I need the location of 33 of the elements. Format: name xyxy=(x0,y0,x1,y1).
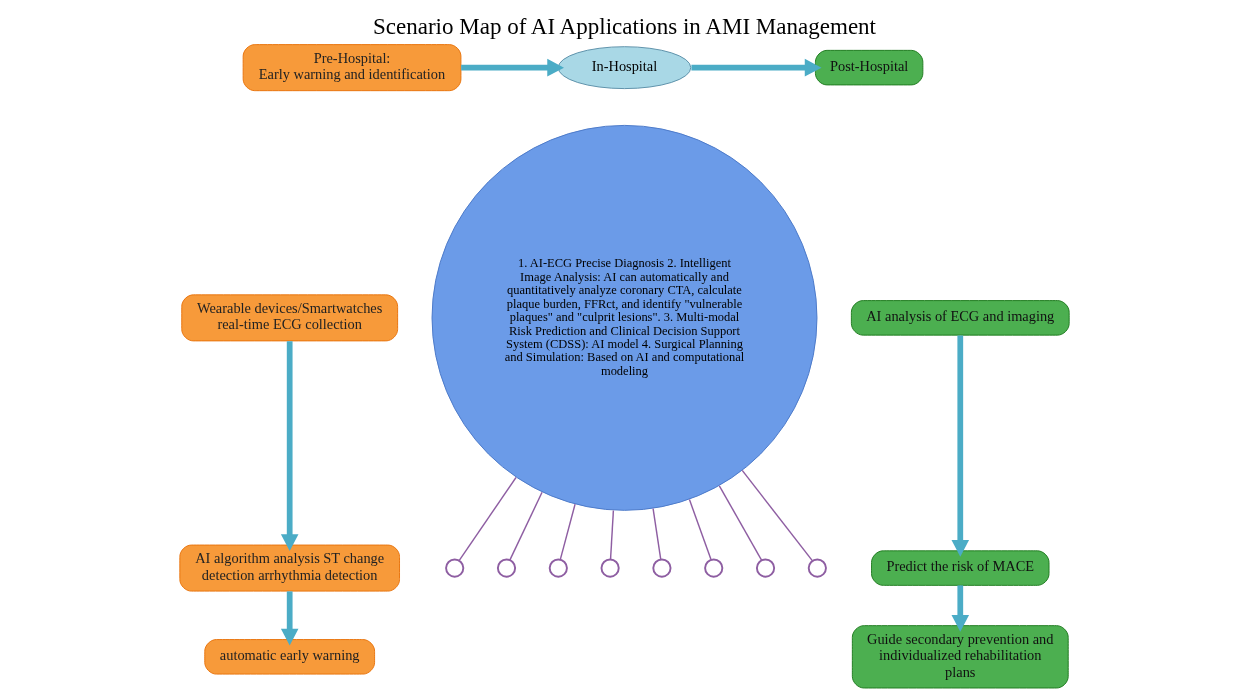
diagram-title: Scenario Map of AI Applications in AMI Management xyxy=(372,13,876,40)
node-box: Pre-Hospital: Early warning and identification xyxy=(242,44,461,92)
node-circle xyxy=(755,558,775,578)
connector xyxy=(458,476,517,562)
node-circle xyxy=(444,558,464,578)
arrow xyxy=(460,58,564,77)
node-circle xyxy=(807,558,827,578)
node-circle xyxy=(703,558,723,578)
connector xyxy=(718,485,762,562)
node-circle xyxy=(600,558,620,578)
connector xyxy=(559,503,576,561)
arrow xyxy=(951,585,969,632)
node-box: AI algorithm analysis ST change detection arrhythmia detection xyxy=(178,544,400,592)
arrow xyxy=(280,591,298,646)
node-circle xyxy=(496,558,516,578)
connector xyxy=(688,498,712,561)
node-box: Predict the risk of MACE xyxy=(870,550,1049,586)
connector xyxy=(741,469,813,562)
node-circle: 1. AI-ECG Precise Diagnosis 2. Intelligent Image Analysis: AI can automatically and quantitatively analyze coronary CTA, calculate plaque burden, FFRct, and identify "vulnerable plaques" and "culprit lesions". 3. Multi-modal Risk Prediction and Clinical Decision Support System (CDSS): AI model 4. Surgical Planning and Simulation: Based on AI and computational modeling xyxy=(431,124,817,511)
node-box: automatic early warning xyxy=(203,639,375,675)
node-box: Wearable devices/Smartwatches real-time ECG collection xyxy=(180,294,398,342)
connector xyxy=(508,491,543,561)
arrow xyxy=(280,341,298,552)
node-box: Post-Hospital xyxy=(814,49,923,86)
connector xyxy=(651,507,661,561)
arrow xyxy=(951,335,969,557)
arrow xyxy=(690,58,822,77)
connector xyxy=(609,509,614,560)
node-ellipse: In-Hospital xyxy=(557,46,691,90)
node-box: AI analysis of ECG and imaging xyxy=(850,300,1070,336)
node-box: Guide secondary prevention and individualized rehabilitation plans xyxy=(851,625,1069,689)
node-circle xyxy=(548,558,568,578)
node-circle xyxy=(651,558,671,578)
